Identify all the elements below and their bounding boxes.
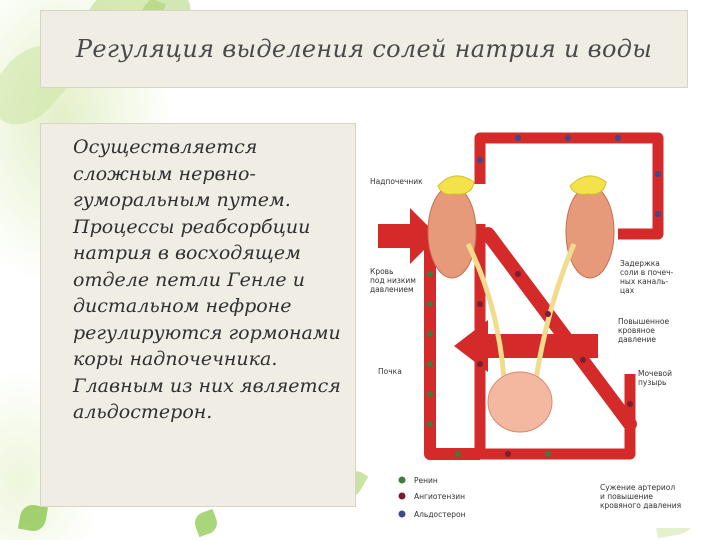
kidney-left: [428, 186, 476, 278]
label-high-bp: давление: [618, 335, 656, 344]
adrenal-left: [438, 176, 474, 194]
kidney-right: [566, 186, 614, 278]
label-adrenal: Надпочечник: [370, 177, 423, 186]
legend: Ренин Ангиотензин Альдостерон: [399, 476, 466, 519]
label-blood-low: давлением: [370, 285, 414, 294]
page-title: Регуляция выделения солей натрия и воды: [76, 35, 652, 63]
legend-label: Ренин: [414, 476, 438, 485]
label-bladder: пузырь: [638, 378, 666, 387]
label-retention: соли в почеч-: [620, 268, 674, 277]
label-retention: ных каналь-: [620, 277, 668, 286]
label-high-bp: кровяное: [618, 326, 655, 335]
label-bladder: Мочевой: [638, 369, 672, 378]
label-blood-low: Кровь: [370, 267, 394, 276]
title-panel: Регуляция выделения солей натрия и воды: [40, 10, 688, 88]
legend-swatch: [399, 493, 406, 500]
label-vasoconstriction: кровяного давления: [600, 501, 681, 510]
aldosterone-dots: [477, 135, 661, 217]
label-blood-low: под низким: [370, 276, 416, 285]
legend-swatch: [399, 477, 406, 484]
label-kidney: Почка: [378, 367, 402, 376]
kidney-regulation-diagram: Надпочечник Кровь под низким давлением З…: [368, 124, 704, 528]
diagram-svg: Надпочечник Кровь под низким давлением З…: [368, 124, 704, 528]
bladder: [488, 372, 552, 432]
legend-label: Альдостерон: [414, 510, 466, 519]
label-vasoconstriction: и повышение: [600, 492, 653, 501]
legend-label: Ангиотензин: [414, 492, 465, 501]
label-high-bp: Повышенное: [618, 317, 669, 326]
adrenal-right: [570, 176, 606, 194]
label-vasoconstriction: Сужение артериол: [600, 483, 675, 492]
body-text-panel: Осуществляется сложным нервно-гуморальны…: [40, 123, 356, 507]
label-retention: цах: [620, 286, 635, 295]
body-text: Осуществляется сложным нервно-гуморальны…: [73, 134, 345, 426]
legend-swatch: [399, 511, 406, 518]
label-retention: Задержка: [620, 259, 660, 268]
